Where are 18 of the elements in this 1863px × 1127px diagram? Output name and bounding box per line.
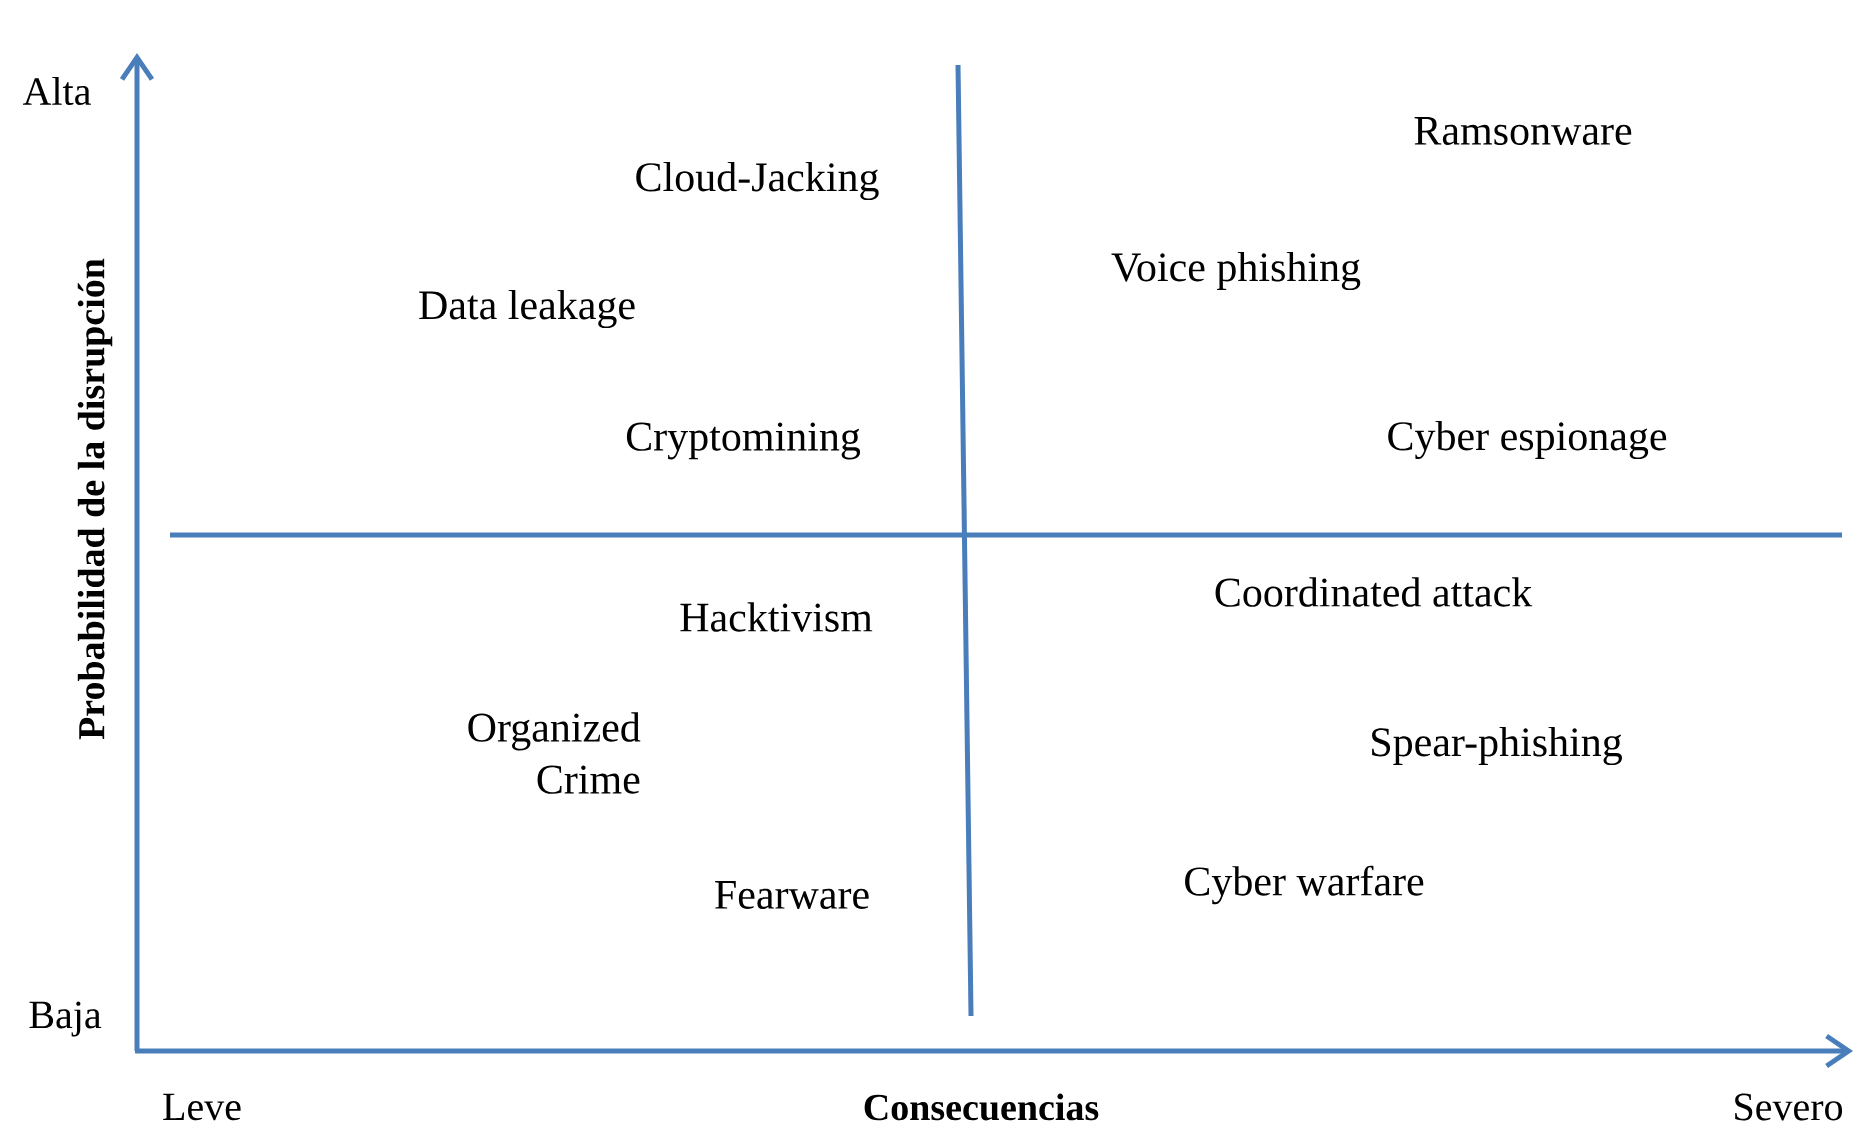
- risk-label: Cryptomining: [626, 422, 861, 460]
- risk-label: Data leakage: [419, 289, 635, 329]
- axis-end-label: Leve: [163, 1093, 241, 1121]
- risk-label: Ramsonware: [1414, 117, 1632, 145]
- axis-end-label: Baja: [29, 1001, 102, 1037]
- axis-end-label: Severo: [1735, 1093, 1843, 1121]
- risk-label: Hacktivism: [680, 602, 873, 632]
- axis-title: Probabilidad de la disrupción: [77, 258, 113, 740]
- risk-label: Coordinated attack: [1215, 577, 1533, 607]
- risk-label: Organized Crime: [468, 712, 641, 794]
- risk-label: Cyber warfare: [1185, 865, 1424, 905]
- risk-label: Voice phishing: [1111, 251, 1361, 291]
- risk-label: Spear-phishing: [1372, 726, 1622, 766]
- risk-label: Cloud-Jacking: [636, 161, 879, 201]
- axis-end-label: Alta: [22, 76, 91, 106]
- risk-label: Fearware: [715, 881, 869, 909]
- axis-title: Consecuencias: [864, 1093, 1099, 1121]
- risk-label: Cyber espionage: [1388, 420, 1667, 460]
